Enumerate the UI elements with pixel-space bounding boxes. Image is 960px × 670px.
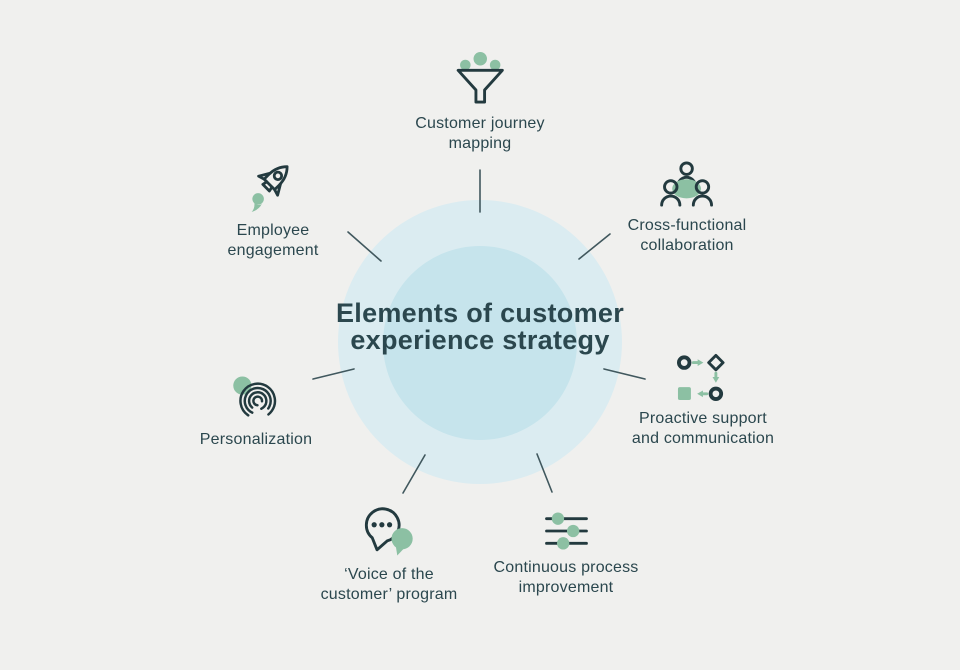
- diagram-title: Elements of customer experience strategy: [335, 298, 625, 355]
- center-circle-inner: [383, 246, 577, 440]
- item-proactive-support-and-communication: Proactive support and communication: [632, 353, 774, 449]
- item-employee-engagement: Employee engagement: [228, 157, 319, 261]
- item-label: Customer journey mapping: [415, 115, 545, 152]
- connector-line-right: [603, 368, 646, 380]
- item-label: Personalization: [199, 431, 313, 448]
- connector-line-left: [312, 368, 355, 380]
- item-label: Proactive support and communication: [631, 410, 775, 447]
- item-voice-of-the-customer-program: ‘Voice of the customer’ program: [321, 505, 458, 605]
- speech-bubbles-icon: [365, 507, 414, 556]
- item-personalization: Personalization: [200, 376, 312, 450]
- item-continuous-process-improvement: Continuous process improvement: [493, 512, 638, 598]
- people-group-icon: [660, 161, 714, 207]
- workflow-icon: [677, 353, 725, 401]
- item-label: ‘Voice of the customer’ program: [320, 566, 458, 603]
- rocket-icon: [252, 165, 289, 212]
- connector-line-top-right: [578, 233, 611, 260]
- sliders-icon: [544, 512, 588, 550]
- item-cross-functional-collaboration: Cross-functional collaboration: [628, 160, 747, 256]
- connector-line-bottom-left: [402, 454, 426, 494]
- fingerprint-icon: [233, 376, 277, 420]
- item-label: Continuous process improvement: [493, 559, 639, 596]
- item-customer-journey-mapping: Customer journey mapping: [415, 50, 545, 154]
- connector-line-top-left: [347, 231, 382, 262]
- item-label: Cross-functional collaboration: [627, 217, 747, 254]
- item-label: Employee engagement: [227, 222, 319, 259]
- connector-line-bottom-right: [536, 453, 553, 493]
- funnel-icon: [456, 52, 504, 104]
